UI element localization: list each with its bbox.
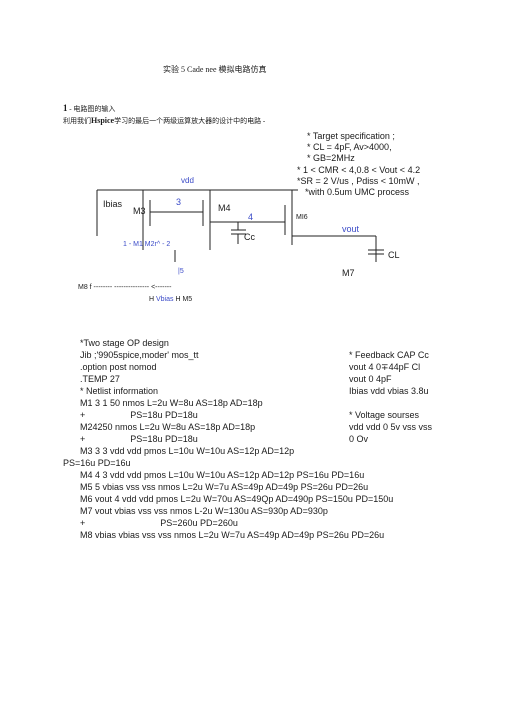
bias-suffix: H M5 bbox=[173, 296, 193, 303]
netlist-line: M7 vout vbias vss vss nmos L-2u W=130u A… bbox=[80, 506, 328, 516]
netlist-line: * Feedback CAP Cc bbox=[349, 350, 429, 360]
netlist-line: Ibias vdd vbias 3.8u bbox=[349, 386, 429, 396]
netlist-line: + PS=18u PD=18u bbox=[80, 434, 198, 444]
netlist-line: vout 4 0∓44pF Cl bbox=[349, 362, 421, 372]
cc-label: Cc bbox=[244, 232, 255, 242]
bias-line: H Vbias H M5 bbox=[149, 296, 192, 303]
netlist-line: * Netlist information bbox=[80, 386, 159, 396]
netlist-line: 0 Ov bbox=[349, 434, 369, 444]
netlist-rest: M4 4 3 vdd vdd pmos L=10u W=10u AS=12p A… bbox=[80, 469, 393, 541]
netlist-line: vdd vdd 0 5v vss vss bbox=[349, 422, 433, 432]
netlist-right: * Feedback CAP Cc vout 4 0∓44pF Cl vout … bbox=[349, 349, 432, 445]
netlist-line: M3 3 3 vdd vdd pmos L=10u W=10u AS=12p A… bbox=[80, 446, 295, 456]
m3-label: M3 bbox=[133, 206, 146, 216]
netlist-line: + PS=260u PD=260u bbox=[80, 518, 238, 528]
netlist-blank bbox=[349, 397, 432, 409]
netlist-line: .option post nomod bbox=[80, 362, 157, 372]
m1-m2-label: 1 - M1 M2r^ - 2 bbox=[123, 241, 171, 248]
netlist-wrap: PS=16u PD=16u bbox=[63, 458, 131, 468]
m8-line: M8 f -------- --------------- <------- bbox=[78, 284, 172, 291]
section-heading-text: - 电路图的输入 bbox=[69, 105, 116, 113]
mi6-label: MI6 bbox=[296, 214, 308, 221]
netlist-line: M4 4 3 vdd vdd pmos L=10u W=10u AS=12p A… bbox=[80, 470, 365, 480]
spec-block: * Target specification ; * CL = 4pF, Av>… bbox=[297, 131, 420, 198]
netlist-line: M6 vout 4 vdd vdd pmos L=2u W=70u AS=49Q… bbox=[80, 494, 394, 504]
section-number: 1 bbox=[63, 103, 68, 113]
spec-line: * 1 < CMR < 4,0.8 < Vout < 4.2 bbox=[297, 164, 421, 175]
page-title: 实验 5 Cade nee 模拟电路仿真 bbox=[163, 65, 267, 74]
netlist-line: + PS=18u PD=18u bbox=[80, 410, 198, 420]
spec-line: * CL = 4pF, Av>4000, bbox=[307, 142, 392, 153]
ibias-label: Ibias bbox=[103, 199, 123, 209]
spec-line: * GB=2MHz bbox=[307, 153, 355, 164]
intro-suffix: 学习的最后一个两级运算放大器的设计中的电路 - bbox=[114, 117, 266, 125]
netlist-line: vout 0 4pF bbox=[349, 374, 392, 384]
vdd-label: vdd bbox=[181, 176, 194, 185]
intro-prefix: 利用我们 bbox=[63, 117, 91, 125]
spec-line: *SR = 2 V/us , Pdiss < 10mW , bbox=[297, 175, 420, 186]
netlist-line: .TEMP 27 bbox=[80, 374, 120, 384]
spec-line: *with 0.5um UMC process bbox=[305, 187, 410, 198]
cl-label: CL bbox=[388, 250, 400, 260]
vout-label: vout bbox=[342, 224, 360, 234]
netlist-line: Jib ;'9905spice,moder' mos_tt bbox=[80, 350, 199, 360]
m7-label: M7 bbox=[342, 268, 355, 278]
netlist-line: M1 3 1 50 nmos L=2u W=8u AS=18p AD=18p bbox=[80, 398, 263, 408]
netlist-left: *Two stage OP design Jib ;'9905spice,mod… bbox=[80, 337, 294, 457]
m4-label: M4 bbox=[218, 203, 231, 213]
intro-bold: Hspice bbox=[91, 116, 115, 125]
netlist-line: * Voltage sourses bbox=[349, 410, 420, 420]
bias-prefix: H bbox=[149, 296, 156, 303]
netlist-line: M5 5 vbias vss vss nmos L=2u W=7u AS=49p… bbox=[80, 482, 369, 492]
netlist-line: M8 vbias vbias vss vss nmos L=2u W=7u AS… bbox=[80, 530, 385, 540]
section-intro: 利用我们Hspice学习的最后一个两级运算放大器的设计中的电路 - bbox=[63, 116, 265, 126]
section-heading: 1 - 电路图的输入 bbox=[63, 103, 115, 114]
spec-line: * Target specification ; bbox=[307, 131, 395, 141]
node5-label: |5 bbox=[178, 268, 184, 275]
netlist-line: *Two stage OP design bbox=[80, 338, 169, 348]
netlist-line: M24250 nmos L=2u W=8u AS=18p AD=18p bbox=[80, 422, 256, 432]
node3-label: 3 bbox=[176, 197, 182, 207]
node4-label: 4 bbox=[248, 212, 254, 222]
vbias-label: Vbias bbox=[156, 296, 174, 303]
